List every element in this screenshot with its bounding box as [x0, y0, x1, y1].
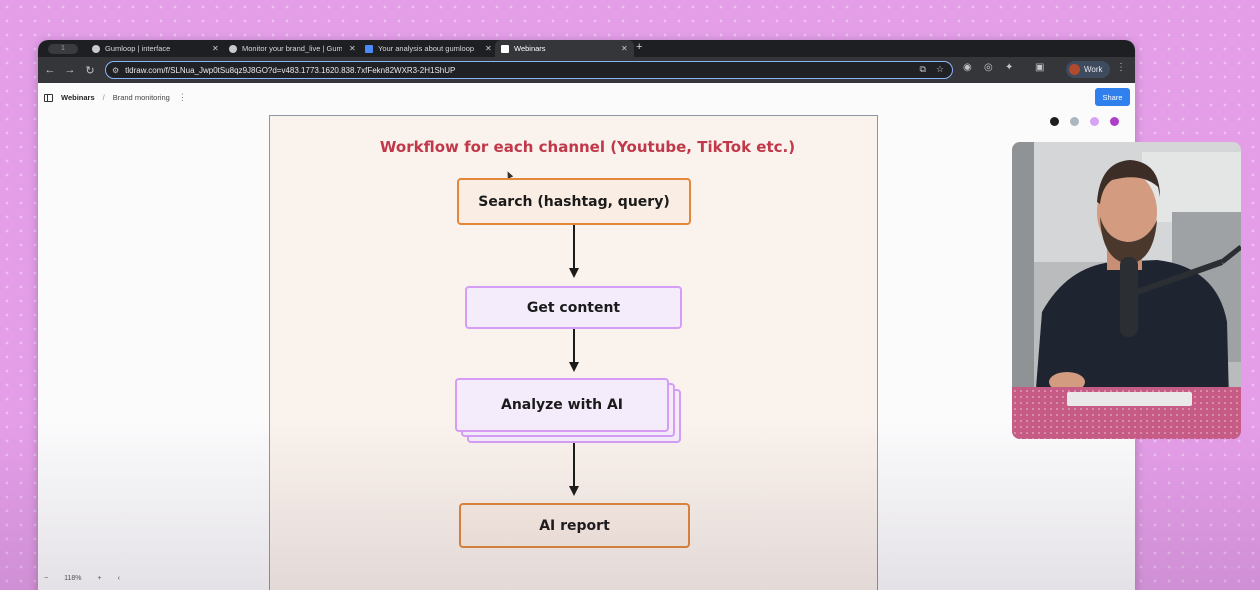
tldraw-icon — [501, 44, 509, 53]
collapse-icon[interactable]: ‹ — [117, 575, 120, 582]
arrow-head — [569, 486, 579, 496]
arrow-head — [569, 268, 579, 278]
extensions-puzzle-icon[interactable]: ✦ — [1005, 62, 1014, 73]
close-icon[interactable]: ✕ — [621, 44, 628, 53]
arrow-connector[interactable] — [573, 225, 575, 269]
tab-webinars[interactable]: Webinars ✕ — [495, 40, 634, 57]
color-palette — [1050, 117, 1119, 126]
forward-arrow-icon[interactable]: → — [64, 64, 76, 76]
share-button[interactable]: Share — [1095, 88, 1130, 106]
tab-gumloop-interface[interactable]: Gumloop | interface ✕ — [86, 40, 225, 57]
back-arrow-icon[interactable]: ← — [44, 64, 56, 76]
node-get-content[interactable]: Get content — [465, 286, 682, 329]
zoom-controls: − 118% + ‹ — [38, 575, 120, 582]
tab-label: Webinars — [514, 44, 546, 53]
more-options-icon[interactable]: ⋮ — [177, 92, 187, 102]
bookmark-star-icon[interactable]: ☆ — [935, 64, 944, 74]
breadcrumb-brand-monitoring[interactable]: Brand monitoring — [112, 93, 170, 102]
close-icon[interactable]: ✕ — [485, 44, 492, 53]
new-tab-button[interactable]: + — [636, 41, 643, 53]
arrow-connector[interactable] — [573, 443, 575, 487]
tab-your-analysis[interactable]: Your analysis about gumloop ✕ — [359, 40, 498, 57]
node-search[interactable]: Search (hashtag, query) — [457, 178, 691, 225]
browser-menu-icon[interactable]: ⋮ — [1116, 62, 1126, 73]
zoom-level[interactable]: 118% — [64, 575, 82, 582]
address-bar: ← → ↻ ⚙ tldraw.com/f/SLNua_Jwp0tSu8qz9J8… — [38, 57, 1135, 83]
globe-icon — [92, 44, 100, 53]
extension-g-icon[interactable]: ◎ — [984, 62, 993, 73]
breadcrumb: Webinars / Brand monitoring ⋮ — [44, 92, 187, 103]
arrow-connector[interactable] — [573, 329, 575, 363]
site-info-icon[interactable]: ⚙ — [112, 65, 120, 75]
profile-label: Work — [1084, 65, 1103, 74]
arrow-head — [569, 362, 579, 372]
avatar — [1069, 64, 1080, 75]
tab-label: Monitor your brand_live | Gum — [242, 44, 342, 53]
reload-icon[interactable]: ↻ — [85, 64, 95, 77]
close-icon[interactable]: ✕ — [212, 44, 219, 53]
webcam-video — [1012, 142, 1241, 439]
sidebar-toggle-icon[interactable] — [44, 93, 53, 102]
tab-label: Your analysis about gumloop — [378, 44, 475, 53]
tldraw-canvas[interactable]: Webinars / Brand monitoring ⋮ Share Work… — [38, 83, 1135, 590]
zoom-in-button[interactable]: + — [97, 575, 102, 582]
node-ai-report[interactable]: AI report — [459, 503, 690, 548]
color-swatch-light-violet[interactable] — [1090, 117, 1099, 126]
color-swatch-violet[interactable] — [1110, 117, 1119, 126]
webcam-person-illustration — [1012, 142, 1241, 439]
zoom-out-button[interactable]: − — [44, 575, 49, 582]
doc-icon — [365, 44, 373, 53]
tab-label: Gumloop | interface — [105, 44, 171, 53]
breadcrumb-webinars[interactable]: Webinars — [61, 93, 95, 102]
install-app-icon[interactable]: ⧉ — [919, 64, 926, 74]
extension-eye-icon[interactable]: ◉ — [963, 62, 972, 73]
tab-bar: 1 Gumloop | interface ✕ Monitor your bra… — [38, 40, 1135, 57]
profile-button[interactable]: Work — [1066, 61, 1110, 78]
side-panel-icon[interactable]: ▣ — [1035, 62, 1045, 73]
browser-window: 1 Gumloop | interface ✕ Monitor your bra… — [38, 40, 1135, 590]
url-input[interactable]: ⚙ tldraw.com/f/SLNua_Jwp0tSu8qz9J8GO?d=v… — [105, 61, 953, 79]
color-swatch-grey[interactable] — [1070, 117, 1079, 126]
node-analyze-ai[interactable]: Analyze with AI — [455, 378, 669, 432]
diagram-title[interactable]: Workflow for each channel (Youtube, TikT… — [379, 138, 796, 156]
color-swatch-black[interactable] — [1050, 117, 1059, 126]
url-text: tldraw.com/f/SLNua_Jwp0tSu8qz9J8GO?d=v48… — [125, 65, 456, 75]
diagram-frame[interactable]: Workflow for each channel (Youtube, TikT… — [269, 115, 878, 590]
close-icon[interactable]: ✕ — [349, 44, 356, 53]
globe-icon — [229, 44, 237, 53]
tab-group-pill[interactable]: 1 — [48, 43, 78, 54]
breadcrumb-separator: / — [102, 93, 105, 102]
tab-monitor-brand[interactable]: Monitor your brand_live | Gum ✕ — [223, 40, 362, 57]
